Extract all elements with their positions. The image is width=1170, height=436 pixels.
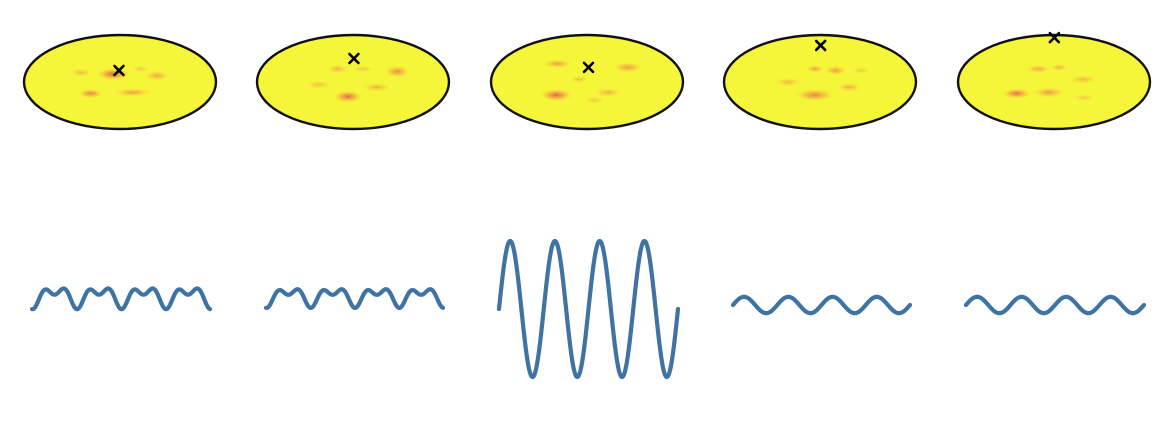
heat-region [77, 88, 104, 99]
sky-map-background [491, 35, 683, 129]
cross-marker-icon [348, 52, 360, 65]
heat-region [95, 67, 131, 81]
heat-region [805, 64, 825, 74]
heat-region [361, 82, 393, 92]
waveform-1 [29, 286, 213, 312]
heat-region [111, 87, 154, 98]
sky-map-3 [489, 33, 685, 131]
heat-region [1067, 74, 1099, 85]
cross-marker-icon [1048, 31, 1061, 44]
heat-region [1072, 93, 1096, 102]
heat-region [1031, 86, 1067, 99]
sky-map-outline [489, 33, 685, 131]
cross-marker-icon [814, 39, 827, 52]
sky-map-outline [956, 33, 1152, 131]
waveform-3 [496, 238, 681, 380]
heat-region [143, 70, 171, 82]
sky-map-4 [722, 33, 918, 131]
sky-map-outline [22, 33, 218, 131]
heat-region [793, 88, 836, 102]
heat-region [351, 65, 375, 73]
heat-region [582, 96, 606, 105]
heat-region [1049, 63, 1069, 72]
heat-region [774, 77, 802, 87]
heat-region [612, 61, 643, 74]
heat-region [823, 65, 848, 76]
sky-map-2 [255, 33, 451, 131]
sky-map-heat-regions [304, 64, 411, 104]
waveform-2 [263, 287, 446, 310]
sky-map-heat-regions [538, 59, 643, 105]
heat-region [835, 82, 863, 92]
sky-map-background [24, 35, 216, 129]
sky-maps-row [22, 31, 1152, 131]
heat-region [542, 59, 573, 69]
sky-map-heat-regions [69, 65, 171, 99]
cross-marker-icon [113, 64, 125, 77]
waveform-5 [963, 294, 1147, 316]
heat-region [569, 75, 589, 84]
heat-region [69, 68, 93, 77]
heat-region [332, 90, 364, 104]
waveform-4 [730, 294, 913, 316]
sky-map-1 [22, 33, 218, 131]
sky-map-background [724, 35, 916, 129]
heat-region [1001, 87, 1033, 100]
heat-region [538, 88, 574, 102]
sky-map-background [257, 35, 449, 129]
heat-region [383, 64, 411, 79]
sky-map-heat-regions [1001, 63, 1099, 102]
sky-map-outline [722, 33, 918, 131]
heat-region [851, 66, 871, 75]
sky-map-outline [255, 33, 451, 131]
sky-map-heat-regions [774, 64, 871, 102]
heat-region [326, 64, 350, 74]
sky-map-background [958, 35, 1150, 129]
heat-region [304, 80, 332, 89]
waveforms-row [29, 238, 1147, 380]
cross-marker-icon [582, 61, 595, 74]
heat-region [592, 87, 624, 98]
heat-region [1025, 64, 1053, 74]
sky-map-5 [956, 31, 1152, 131]
heat-region [130, 65, 151, 73]
